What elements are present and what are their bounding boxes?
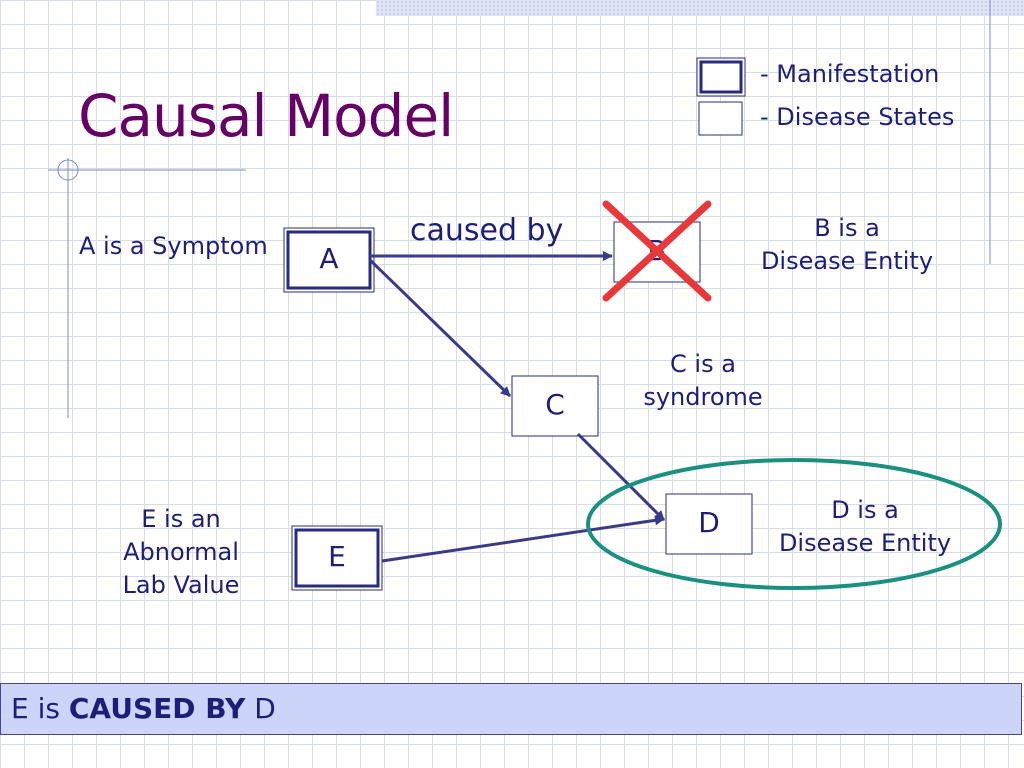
annotation-c-line1: C is a: [670, 350, 736, 378]
annotation-e: E is an Abnormal Lab Value: [96, 503, 266, 602]
legend-disease-states-label: - Disease States: [760, 103, 955, 131]
annotation-b-line1: B is a: [814, 214, 880, 242]
conclusion-emphasis: CAUSED BY: [68, 692, 246, 725]
arrow-e-to-d: [381, 515, 665, 563]
decorative-lines: [48, 0, 991, 418]
annotation-b: B is a Disease Entity: [742, 212, 952, 278]
decorative-top-band: [376, 0, 1024, 16]
node-e-box: [291, 525, 383, 591]
conclusion-banner: E is CAUSED BY D: [0, 683, 1022, 735]
annotation-d-line1: D is a: [831, 496, 899, 524]
annotation-e-line1: E is an: [141, 505, 221, 533]
legend-manifestation-label: - Manifestation: [760, 60, 940, 88]
node-a-label: A: [319, 242, 339, 275]
annotation-e-line3: Lab Value: [122, 571, 240, 599]
arrow-c-to-d: [576, 432, 666, 522]
edge-label-caused-by: caused by: [410, 213, 564, 248]
node-e-label: E: [328, 540, 346, 573]
node-d-label: D: [698, 506, 720, 539]
node-c-box: [511, 375, 599, 437]
node-d-box: [665, 493, 753, 555]
annotation-c-line2: syndrome: [643, 383, 763, 411]
legend-disease-state-box: [698, 101, 743, 136]
annotation-e-line2: Abnormal: [123, 538, 239, 566]
annotation-c: C is a syndrome: [622, 348, 784, 414]
conclusion-prefix: E is: [11, 692, 60, 725]
node-a-box: [283, 227, 375, 293]
annotation-d: D is a Disease Entity: [760, 494, 970, 560]
annotation-a: A is a Symptom: [79, 232, 268, 260]
conclusion-text: E is CAUSED BY D: [11, 692, 276, 725]
highlight-ellipse-d: [586, 458, 1002, 590]
node-c-label: C: [545, 388, 565, 421]
slide-title: Causal Model: [78, 82, 454, 150]
annotation-d-line2: Disease Entity: [778, 529, 952, 557]
arrow-a-to-c: [368, 258, 512, 398]
annotation-b-line2: Disease Entity: [760, 247, 934, 275]
cross-out-icon: [602, 200, 712, 302]
conclusion-suffix: D: [254, 692, 276, 725]
legend-manifestation-box: [696, 57, 746, 97]
